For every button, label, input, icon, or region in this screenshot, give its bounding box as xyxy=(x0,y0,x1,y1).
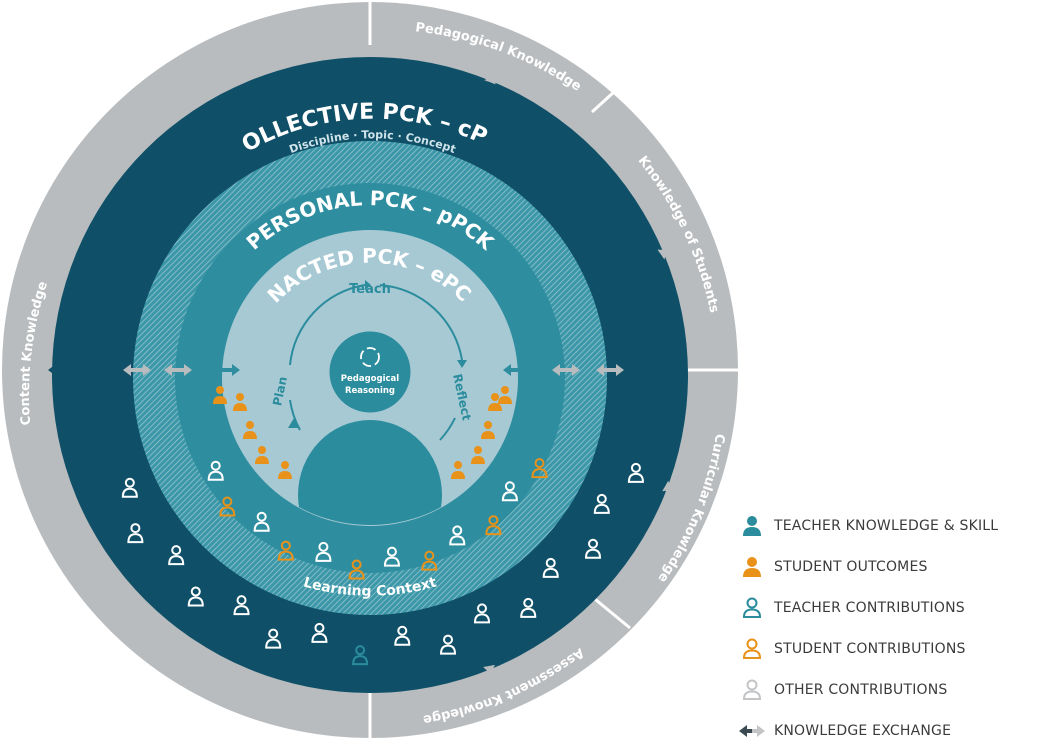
legend-label: OTHER CONTRIBUTIONS xyxy=(774,681,948,698)
other-contribution-figure xyxy=(233,595,250,616)
legend-item: STUDENT OUTCOMES xyxy=(738,546,1033,587)
other-contribution-figure xyxy=(311,622,328,643)
center-label-line2: Reasoning xyxy=(345,386,395,396)
legend-label: TEACHER CONTRIBUTIONS xyxy=(774,599,965,616)
exchange-arrow-icon xyxy=(164,364,192,376)
contribution-people xyxy=(121,386,644,666)
exchange-arrow-icon xyxy=(644,249,668,267)
cycle-arrowhead xyxy=(457,360,467,368)
student-contribution-figure xyxy=(421,550,438,571)
student-outcome-figure xyxy=(243,421,257,439)
other-contribution-figure xyxy=(585,538,602,559)
legend-item: TEACHER CONTRIBUTIONS xyxy=(738,587,1033,628)
other-contribution-figure xyxy=(449,525,466,546)
other-contribution-figure xyxy=(593,493,610,514)
plan-label: Plan xyxy=(270,375,290,407)
exchange-arrow-icon xyxy=(123,364,151,376)
cycle-arrows xyxy=(289,284,463,441)
knowledge-exchange-icon xyxy=(738,720,766,742)
student-outcome-figure xyxy=(255,446,269,464)
legend-item: KNOWLEDGE EXCHANGE xyxy=(738,710,1033,751)
student-contribution-figure xyxy=(219,496,236,517)
other-contribution-figure xyxy=(127,523,144,544)
student-outcome-figure xyxy=(498,386,512,404)
teacher-body-shape xyxy=(298,420,442,525)
other-contribution-figure xyxy=(121,477,138,498)
student-outcome-figure xyxy=(278,461,292,479)
student-outcome-figure xyxy=(481,421,495,439)
student-outcome-figure xyxy=(213,386,227,404)
other-contribution-figure xyxy=(207,460,224,481)
exchange-arrow-icon xyxy=(647,474,673,492)
other-contribution-figure xyxy=(187,586,204,607)
exchange-arrow-icon xyxy=(48,364,76,376)
legend-item: TEACHER KNOWLEDGE & SKILL xyxy=(738,505,1033,546)
other-contribution-figure xyxy=(265,628,282,649)
knowledge-exchange-arrows xyxy=(48,74,673,674)
other-contribution-figure xyxy=(168,545,185,566)
legend-label: KNOWLEDGE EXCHANGE xyxy=(774,722,952,739)
other-contributions-icon xyxy=(738,679,766,701)
teacher-contributions-icon xyxy=(738,597,766,619)
exchange-arrow-icon xyxy=(481,646,495,674)
legend-item: STUDENT CONTRIBUTIONS xyxy=(738,628,1033,669)
exchange-arrow-icon xyxy=(503,364,531,376)
exchange-arrow-icon xyxy=(212,364,240,376)
student-outcome-figure xyxy=(233,393,247,411)
legend: TEACHER KNOWLEDGE & SKILL STUDENT OUTCOM… xyxy=(738,505,1033,751)
student-outcome-figure xyxy=(471,446,485,464)
other-contribution-figure xyxy=(440,634,457,655)
teacher-knowledge-icon xyxy=(738,515,766,537)
other-contribution-figure xyxy=(394,625,411,646)
segment-dividers xyxy=(368,2,738,738)
cycle-arrowhead xyxy=(365,280,371,290)
other-contribution-figure xyxy=(473,603,490,624)
pedagogical-reasoning-circle xyxy=(326,328,414,416)
other-contribution-figure xyxy=(501,481,518,502)
other-contribution-figure xyxy=(315,541,332,562)
student-contribution-figure xyxy=(485,515,502,536)
student-outcomes-icon xyxy=(738,556,766,578)
student-outcome-figure xyxy=(451,461,465,479)
teach-label: Teach xyxy=(349,282,391,297)
other-contribution-figure xyxy=(383,546,400,567)
legend-label: STUDENT CONTRIBUTIONS xyxy=(774,640,966,657)
student-contribution-figure xyxy=(277,540,294,561)
center-label-line1: Pedagogical xyxy=(341,374,400,384)
exchange-arrow-icon xyxy=(596,364,624,376)
student-contributions-icon xyxy=(738,638,766,660)
cycle-icon xyxy=(360,347,380,367)
other-contribution-figure xyxy=(542,557,559,578)
student-outcome-figure xyxy=(488,393,502,411)
exchange-arrow-icon xyxy=(552,364,580,376)
exchange-arrow-icon xyxy=(480,74,496,102)
legend-item: OTHER CONTRIBUTIONS xyxy=(738,669,1033,710)
other-contribution-figure xyxy=(253,511,270,532)
student-contribution-figure xyxy=(348,559,365,580)
rpck-diagram: Pedagogical Reasoning Teach Plan Reflect… xyxy=(0,0,738,738)
legend-label: TEACHER KNOWLEDGE & SKILL xyxy=(774,517,999,534)
teacher-contribution-figure xyxy=(352,645,369,666)
other-contribution-figure xyxy=(520,597,537,618)
student-contribution-figure xyxy=(531,458,548,479)
other-contribution-figure xyxy=(627,462,644,483)
legend-label: STUDENT OUTCOMES xyxy=(774,558,928,575)
cycle-arrowhead xyxy=(288,418,300,428)
